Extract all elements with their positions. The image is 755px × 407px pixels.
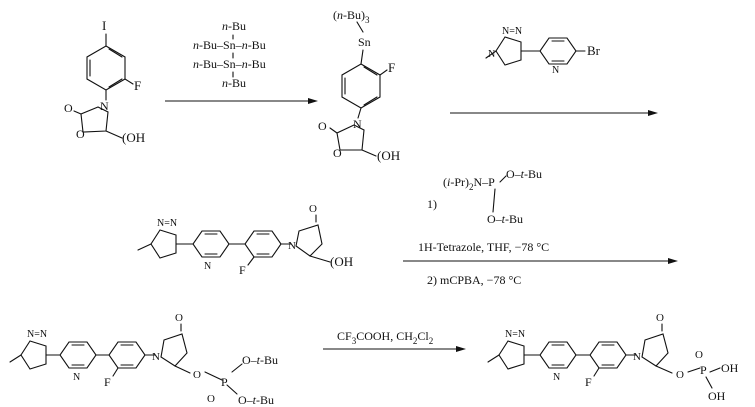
bromo-label: Br [587, 43, 601, 58]
oh-label-5b: OH [708, 389, 726, 403]
reagent-sn-row2: n-Bu–Sn–n-Bu [193, 57, 266, 71]
reagent-nbu-top: n-Bu [222, 19, 246, 33]
arrow-step4 [323, 346, 466, 352]
ox-o-3: O [309, 203, 317, 215]
oh-label-5a: OH [721, 361, 739, 375]
tetrazole-n-labels-4: N=N [505, 329, 525, 340]
oh-label-3: (OH [330, 254, 353, 269]
phosphoramidite: (i-Pr)2N–P [443, 175, 495, 192]
tetrazole-n-labels-2: N=N [157, 218, 177, 229]
fluoro-label-2: F [388, 60, 395, 75]
f-label-3: F [239, 263, 246, 277]
otbu-upper: O–t-Bu [506, 167, 542, 181]
hydroxyl-label: (OH [122, 130, 145, 145]
compound-stannyl-oxazolidinone: (n-Bu)3 Sn F N O O (OH [318, 8, 400, 163]
pyridine-n-2: N [204, 261, 211, 272]
ester-o-4: O [193, 369, 201, 381]
step4-reagent: CF3COOH, CH2Cl2 [337, 329, 433, 346]
compound-di-tbu-phosphate: N=N F N N O O P O O–t-Bu O–t-Bu [9, 312, 278, 407]
bromo-tetrazolylpyridine-reagent: N=N N N Br [485, 26, 601, 76]
otbu-lower: O–t-Bu [487, 212, 523, 226]
pyridine-n-4: N [553, 372, 560, 383]
tributyl-label: (n-Bu)3 [333, 8, 370, 25]
ox-o-5: O [656, 312, 664, 324]
fluoro-label: F [134, 78, 141, 93]
ring-o-label: O [76, 127, 85, 141]
p-label-4: P [221, 375, 228, 389]
carbonyl-o-label: O [64, 101, 73, 115]
compound-tedizolid-phosphate: N=N F N N O O P O OH OH [487, 312, 739, 403]
deprotection-reagents: CF3COOH, CH2Cl2 [337, 329, 433, 346]
otbu-upper-4: O–t-Bu [242, 353, 278, 367]
nitrogen-label: N [100, 99, 109, 113]
ox-o-4: O [175, 312, 183, 324]
tetrazole-n-methyl: N [488, 49, 495, 60]
carbonyl-o-label-2: O [318, 119, 327, 133]
arrow-step1 [165, 98, 318, 104]
otbu-lower-4: O–t-Bu [238, 393, 274, 407]
ox-n-4: N [152, 351, 160, 363]
pyridine-n-3: N [73, 372, 80, 383]
nitrogen-label-2: N [353, 117, 362, 131]
p-o-double-4: O [207, 393, 215, 405]
f-label-4: F [104, 375, 111, 389]
ester-o-5: O [676, 369, 684, 381]
arrow-step3 [403, 258, 678, 264]
p-label-5: P [700, 363, 707, 377]
sn-label: Sn [358, 35, 371, 49]
step3-line2: 1H-Tetrazole, THF, −78 °C [418, 240, 549, 254]
ox-n-5: N [633, 351, 641, 363]
ox-n-3: N [288, 240, 296, 252]
compound-iodo-oxazolidinone: I F N O O (OH [64, 18, 145, 145]
ring-o-label-2: O [333, 146, 342, 160]
reagent-nbu-bottom: n-Bu [222, 76, 246, 90]
step3-prefix: 1) [427, 197, 437, 211]
iodo-label: I [102, 18, 106, 33]
tetrazole-n-labels-3: N=N [27, 329, 47, 340]
arrow-step2 [450, 110, 658, 116]
distannane-reagent: n-Bu n-Bu–Sn–n-Bu n-Bu–Sn–n-Bu n-Bu [193, 19, 266, 90]
pyridine-n: N [552, 65, 559, 76]
phosphorylation-reagents: 1) (i-Pr)2N–P O–t-Bu O–t-Bu 1H-Tetrazole… [418, 167, 549, 287]
hydroxyl-label-2: (OH [377, 148, 400, 163]
reagent-sn-row1: n-Bu–Sn–n-Bu [193, 38, 266, 52]
step3-line3: 2) mCPBA, −78 °C [427, 273, 521, 287]
p-o-double-5: O [695, 349, 703, 361]
compound-tedizolid-alcohol: N=N F N N O (OH [137, 203, 353, 277]
tetrazole-n-labels: N=N [502, 26, 522, 37]
f-label-5: F [585, 375, 592, 389]
